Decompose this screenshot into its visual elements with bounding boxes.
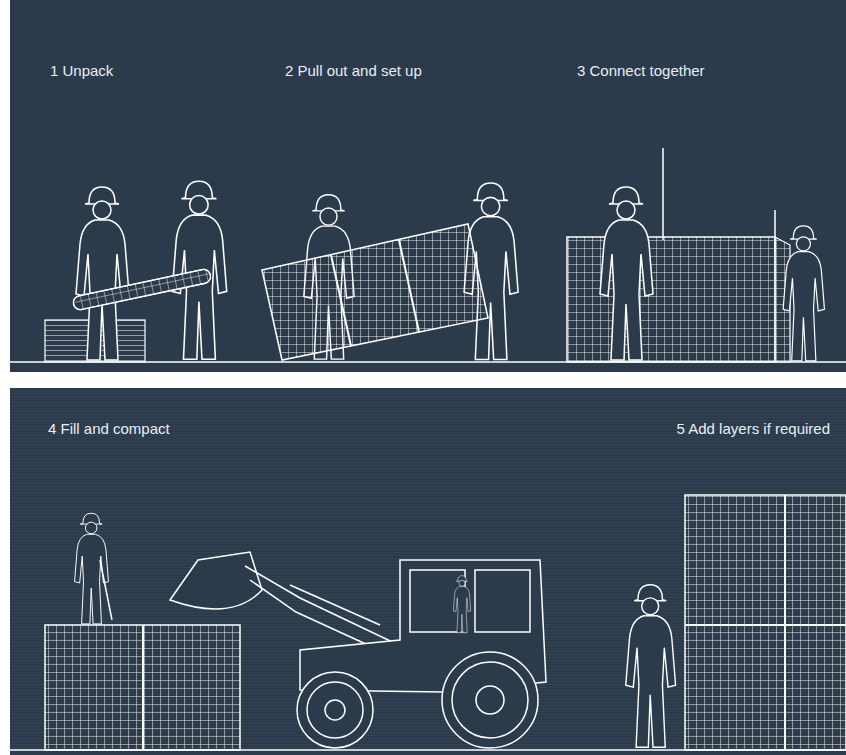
loader-tractor [170, 552, 546, 748]
mesh-unit [45, 625, 240, 750]
compactor-tool [100, 560, 112, 620]
connecting-pin [662, 148, 664, 240]
step-label: 5 Add layers if required [677, 420, 830, 438]
step-label: 1 Unpack [50, 62, 113, 80]
worker-figure [783, 226, 824, 361]
step-label: 3 Connect together [577, 62, 705, 80]
worker-figure [626, 585, 676, 748]
stacked-mesh-units [685, 495, 846, 750]
driver-figure [453, 576, 470, 633]
connecting-pin [774, 210, 776, 252]
mesh-roll [72, 268, 212, 311]
top-panel [10, 0, 846, 372]
worker-figure [75, 513, 109, 624]
step-label: 4 Fill and compact [48, 420, 170, 438]
step-label: 2 Pull out and set up [285, 62, 422, 80]
mesh-unit-tilted [262, 224, 488, 360]
worker-figure [76, 187, 129, 360]
mesh-unit [567, 237, 790, 362]
worker-figure [600, 187, 653, 360]
bottom-panel [10, 388, 846, 755]
